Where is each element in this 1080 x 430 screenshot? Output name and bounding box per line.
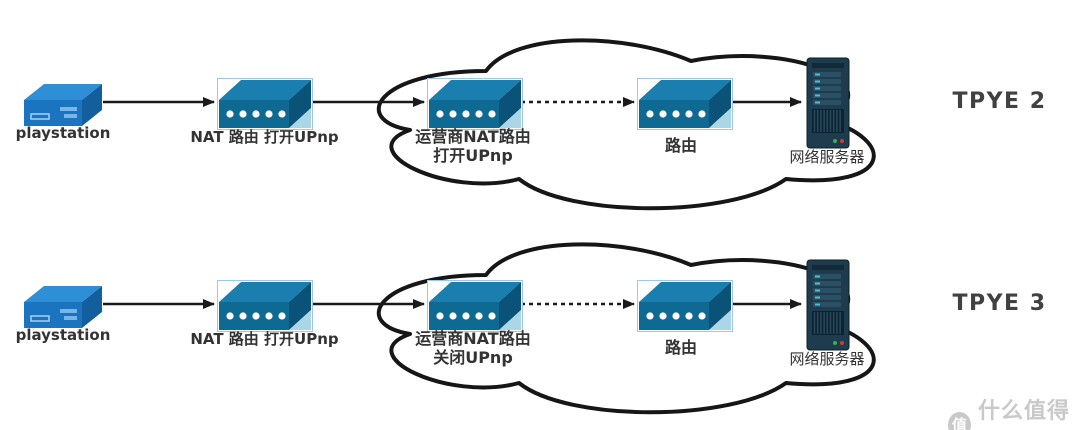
web-server-label: 网络服务器 [789,148,865,166]
smzdm-logo-icon: 值 [948,412,972,430]
type2-title: TPYE 2 [952,89,1047,114]
web-server-icon [806,57,850,149]
type3-title: TPYE 3 [952,291,1047,316]
playstation-label: playstation [15,124,111,142]
playstation-label: playstation [15,326,111,344]
carrier-nat-router-label: 运营商NAT路由 关闭UPnp [387,329,559,367]
router-icon [637,78,733,130]
carrier-nat-router-icon [427,78,523,130]
web-server-icon [806,259,850,351]
carrier-label-line2: 关闭UPnp [433,348,513,367]
watermark: 值 什么值得买 [948,393,1080,430]
router-icon [637,280,733,332]
carrier-nat-router-icon [427,280,523,332]
carrier-label-line1: 运营商NAT路由 [415,127,531,146]
nat-router-icon [217,280,313,332]
router-label: 路由 [664,136,697,155]
carrier-label-line1: 运营商NAT路由 [415,329,531,348]
web-server-label: 网络服务器 [789,350,865,368]
nat-router-label: NAT 路由 打开UPnp [190,128,339,146]
nat-router-label: NAT 路由 打开UPnp [190,330,339,348]
watermark-text: 什么值得买 [978,399,1071,424]
carrier-label-line2: 打开UPnp [433,146,513,165]
playstation-console-icon [23,285,103,329]
router-label: 路由 [664,338,697,357]
playstation-console-icon [23,83,103,127]
carrier-nat-router-label: 运营商NAT路由 打开UPnp [387,127,559,165]
nat-router-icon [217,78,313,130]
